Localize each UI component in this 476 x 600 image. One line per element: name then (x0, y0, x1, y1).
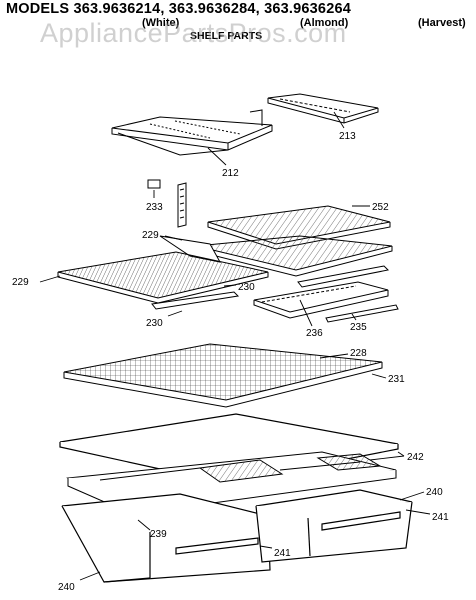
label-213: 213 (339, 131, 356, 142)
diagram-header: MODELS 363.9636214, 363.9636284, 363.963… (0, 0, 476, 46)
label-240-right: 240 (426, 487, 443, 498)
part-213-bracket (267, 93, 379, 124)
part-235-rail (325, 304, 399, 323)
part-233-clip (147, 179, 187, 228)
leader-lines (39, 111, 431, 581)
label-235: 235 (350, 322, 367, 333)
models-title: MODELS 363.9636214, 363.9636284, 363.963… (6, 1, 351, 17)
label-212: 212 (222, 168, 239, 179)
variant-white: (White) (142, 17, 180, 29)
label-240-left: 240 (58, 582, 75, 593)
variant-harvest: (Harvest) (418, 17, 466, 29)
section-subtitle: SHELF PARTS (190, 30, 263, 42)
variant-almond: (Almond) (300, 17, 349, 29)
label-252: 252 (372, 202, 389, 213)
label-230-left: 230 (146, 318, 163, 329)
part-240-crisper-drawer-right (255, 489, 413, 563)
watermark-text: AppliancePartsPros.com (40, 18, 347, 48)
label-236: 236 (306, 328, 323, 339)
part-236-tray-frame (253, 281, 389, 319)
label-241-right: 241 (432, 512, 449, 523)
label-241-left: 241 (274, 548, 291, 559)
label-228: 228 (350, 348, 367, 359)
label-239: 239 (150, 529, 167, 540)
label-242: 242 (407, 452, 424, 463)
part-229-shelf-right (159, 235, 393, 277)
part-230-rails (151, 265, 390, 310)
label-229-left: 229 (12, 277, 29, 288)
label-230-right: 230 (238, 282, 255, 293)
label-233: 233 (146, 202, 163, 213)
part-212-frame (111, 109, 273, 156)
label-231: 231 (388, 374, 405, 385)
part-240-crisper-drawer-left (61, 493, 271, 583)
label-229-upper: 229 (142, 230, 159, 241)
part-228-large-shelf (63, 343, 383, 408)
